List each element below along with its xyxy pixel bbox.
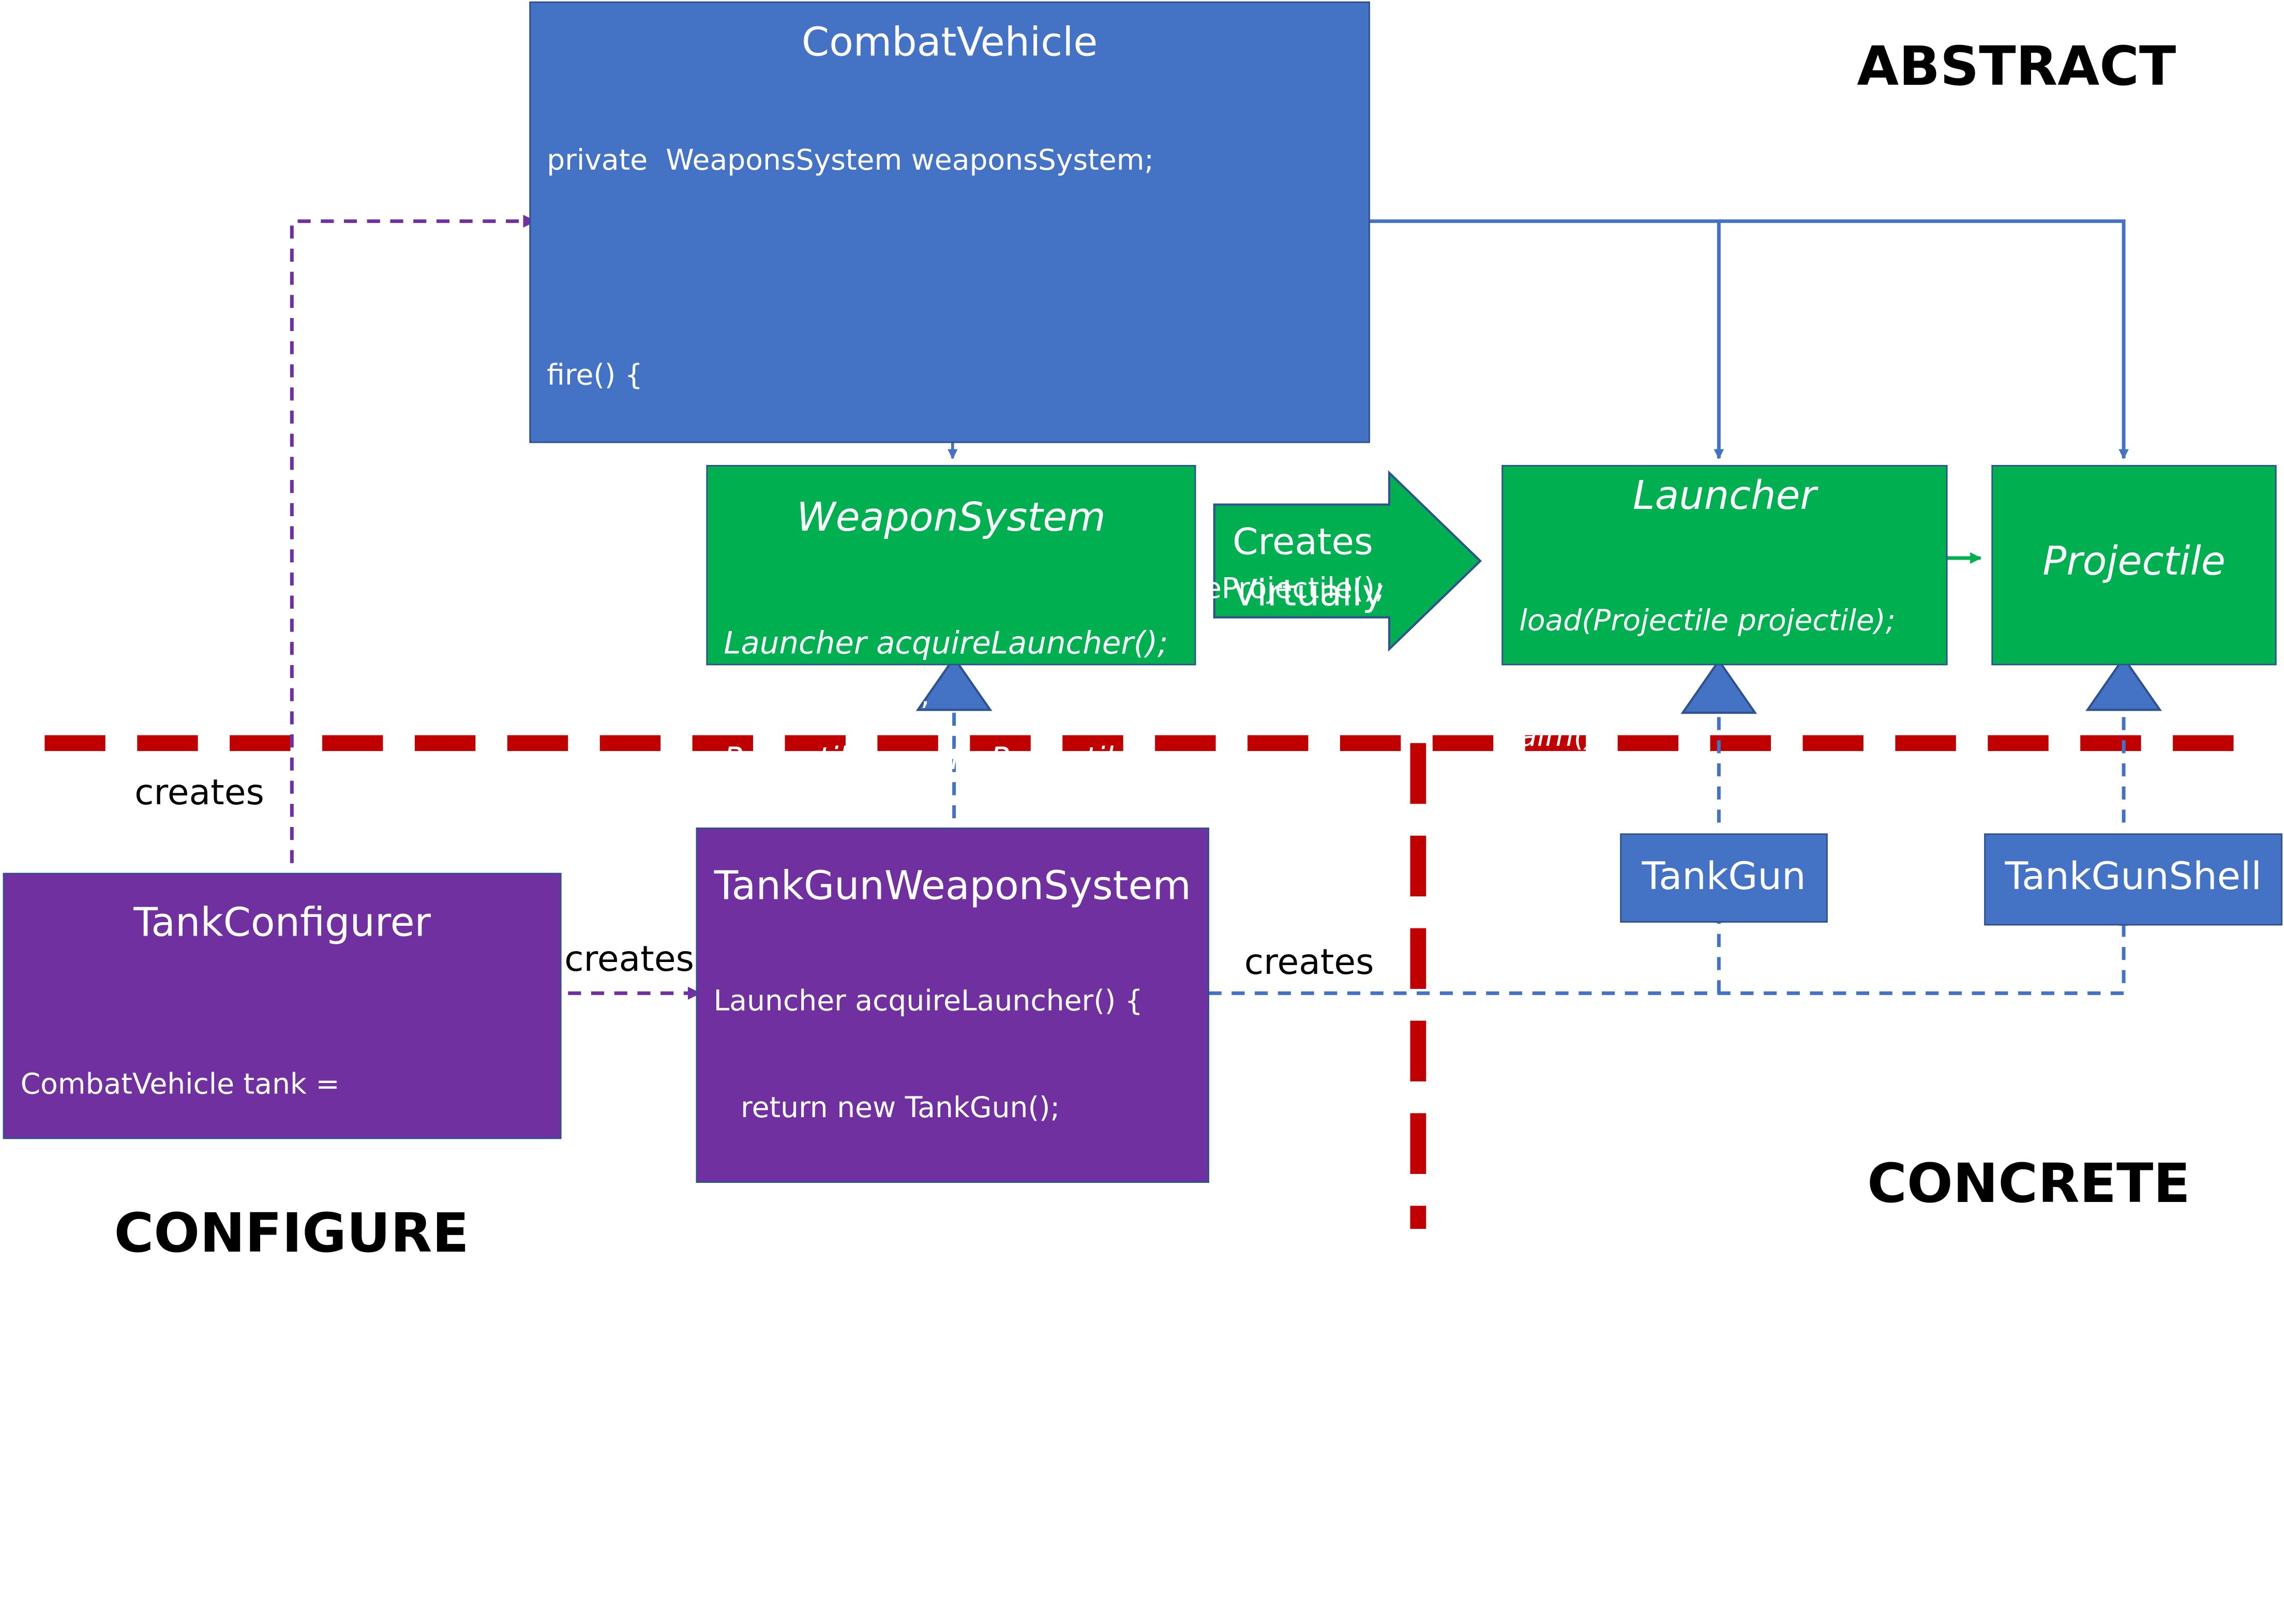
tank-gun-weapon-system-title: TankGunWeaponSystem <box>714 864 1191 910</box>
region-concrete-label: CONCRETE <box>1867 1152 2190 1215</box>
weapon-system-box: WeaponSystem Launcher acquireLauncher();… <box>706 464 1196 776</box>
weapon-system-methods: Launcher acquireLauncher(); Projectile a… <box>724 551 1168 852</box>
tank-gun-weapon-system-code: Launcher acquireLauncher() { return new … <box>714 914 1143 1624</box>
code-line: return new TankGunShell(); <box>713 1412 1130 1447</box>
code-line: new CombatVehicle( <box>20 1174 341 1208</box>
launcher-methods: load(Projectile projectile); aim(); laun… <box>1519 528 1896 945</box>
code-line: } <box>713 1520 732 1554</box>
projectile-box: Projectile <box>1991 464 2277 666</box>
creates-virtually-arrow-shape <box>1213 470 1482 652</box>
weaponsystem-creates-shell-arrow <box>1208 915 2129 995</box>
code-line: private WeaponsSystem weaponsSystem; <box>547 143 1154 177</box>
code-line: Projectile acquireProjectile() { <box>713 1305 1140 1340</box>
code-line: launcher.aim(); <box>547 786 790 820</box>
code-line <box>547 248 1384 288</box>
method-line: aim(); <box>1519 718 1606 753</box>
combat-vehicle-title: CombatVehicle <box>801 20 1098 66</box>
tank-configurer-code: CombatVehicle tank = new CombatVehicle( … <box>21 997 531 1386</box>
tank-configurer-title: TankConfigurer <box>133 900 431 946</box>
launcher-title: Launcher <box>1633 473 1816 519</box>
configurer-creates-vehicle-arrow <box>290 215 536 863</box>
code-line: Launcher acquireLauncher() { <box>713 984 1143 1018</box>
combat-vehicle-box: CombatVehicle private WeaponsSystem weap… <box>529 1 1385 1034</box>
vehicle-to-projectile-arrow <box>1719 219 2129 460</box>
code-line: launcher.load(projectile); <box>547 679 930 713</box>
code-line: fire() { <box>547 357 643 392</box>
region-configure-label: CONFIGURE <box>114 1201 469 1265</box>
projectile-title: Projectile <box>2042 539 2226 585</box>
method-line: Launcher acquireLauncher(); <box>724 625 1168 661</box>
realization-launcher-head <box>1680 658 1757 714</box>
diagram-connectors <box>44 215 2240 1229</box>
creates-label-middle: creates <box>564 938 694 980</box>
diagram-overlay: CombatVehicle private WeaponsSystem weap… <box>3 1 2282 1554</box>
tank-gun-shell-title: TankGunShell <box>2005 855 2262 899</box>
tank-gun-box: TankGun <box>1620 833 1828 923</box>
code-line: } <box>713 1198 732 1232</box>
code-line: new TankGunWeaponSystem()); <box>20 1282 531 1316</box>
design-diagram: CombatVehicle private WeaponsSystem weap… <box>3 1 2282 1265</box>
creates-virtually-line2: Virtually <box>1233 572 1384 614</box>
creates-virtually-label: Creates Virtually <box>1233 516 1384 619</box>
tank-gun-shell-box: TankGunShell <box>1984 833 2282 926</box>
method-line: load(Projectile projectile); <box>1519 602 1896 638</box>
tank-configurer-box: TankConfigurer CombatVehicle tank = new … <box>3 873 562 1315</box>
realization-weaponsystem-head <box>915 656 993 711</box>
weapon-system-title: WeaponSystem <box>797 495 1106 541</box>
creates-label-left: creates <box>134 772 264 813</box>
launcher-box: Launcher load(Projectile projectile); ai… <box>1501 464 1948 868</box>
realization-projectile-head <box>2085 656 2162 711</box>
creates-virtually-line1: Creates <box>1233 520 1373 563</box>
tank-gun-title: TankGun <box>1642 855 1806 899</box>
region-abstract-label: ABSTRACT <box>1857 35 2176 98</box>
method-line: launch() <box>1519 833 1640 869</box>
method-line: Projectile acquireProjectile(); <box>724 741 1167 777</box>
code-line: return new TankGun(); <box>713 1091 1060 1125</box>
tank-gun-weapon-system-box: TankGunWeaponSystem Launcher acquireLaun… <box>696 828 1209 1554</box>
creates-label-right: creates <box>1244 941 1374 983</box>
code-line: CombatVehicle tank = <box>20 1067 340 1101</box>
